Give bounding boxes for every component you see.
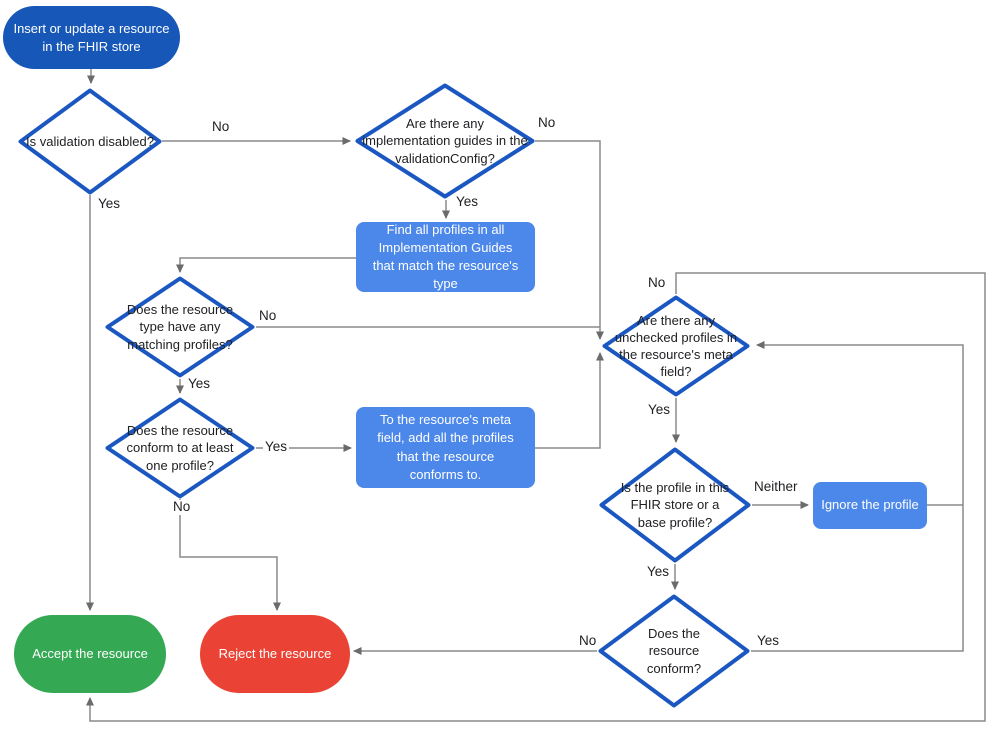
process-ignore-profile-label: Ignore the profile <box>821 497 919 513</box>
edge-label-profile-yes: Yes <box>645 564 672 580</box>
edge-conforms-yes-loop <box>751 341 964 652</box>
diamond-shape <box>355 83 535 199</box>
reject-terminal-label: Reject the resource <box>218 646 332 662</box>
decision-profile-in-store: Is the profile in this FHIR store or a b… <box>599 447 751 563</box>
process-ignore-profile: Ignore the profile <box>813 482 927 529</box>
edge-label-unchecked-yes: Yes <box>646 402 673 418</box>
edge-label-guides-no: No <box>536 115 558 131</box>
edge-label-unchecked-no: No <box>646 275 668 291</box>
process-add-profiles-meta-label: To the resource's meta field, add all th… <box>377 412 514 482</box>
decision-matching-profiles-label: Does the resource type have any matching… <box>126 302 234 352</box>
decision-unchecked-profiles-label: Are there any unchecked profiles in the … <box>614 312 738 380</box>
diamond-shape <box>105 397 255 499</box>
edge-label-matching-no: No <box>257 308 279 324</box>
start-terminal: Insert or update a resource in the FHIR … <box>3 6 180 69</box>
diamond-shape <box>18 88 162 195</box>
decision-resource-conforms: Does the resource conform? <box>598 594 750 708</box>
edge-conformsone-no-to-reject <box>179 499 281 611</box>
edge-label-conforms-one-no: No <box>171 499 193 515</box>
diamond-shape <box>599 447 751 563</box>
diamond-shape <box>105 276 255 378</box>
decision-implementation-guides-label: Are there any implementation guides in t… <box>362 116 528 166</box>
decision-conforms-one-profile: Does the resource conform to at least on… <box>105 397 255 499</box>
diamond-shape <box>602 295 750 397</box>
edge-label-validation-yes: Yes <box>96 196 123 212</box>
edge-guides-no <box>535 140 604 340</box>
decision-matching-profiles: Does the resource type have any matching… <box>105 276 255 378</box>
edge-label-conforms-yes: Yes <box>755 633 782 649</box>
edge-label-profile-neither: Neither <box>752 479 800 495</box>
decision-unchecked-profiles: Are there any unchecked profiles in the … <box>602 295 750 397</box>
accept-terminal-label: Accept the resource <box>32 646 148 662</box>
decision-is-validation-disabled-label: Is validation disabled? <box>26 133 154 149</box>
edge-unchecked-no-to-accept <box>86 272 986 722</box>
start-terminal-label: Insert or update a resource in the FHIR … <box>13 20 170 54</box>
edge-label-conforms-no: No <box>577 633 599 649</box>
edge-label-validation-no: No <box>210 119 232 135</box>
edge-label-matching-yes: Yes <box>186 376 213 392</box>
edge-label-conforms-one-yes: Yes <box>263 439 290 455</box>
edge-meta-to-unchecked <box>535 352 604 449</box>
decision-is-validation-disabled: Is validation disabled? <box>18 88 162 195</box>
process-add-profiles-meta: To the resource's meta field, add all th… <box>356 407 535 488</box>
decision-resource-conforms-label: Does the resource conform? <box>646 626 702 676</box>
accept-terminal: Accept the resource <box>14 615 166 693</box>
reject-terminal: Reject the resource <box>200 615 350 693</box>
edge-findprofiles-to-matching <box>176 257 356 273</box>
diamond-shape <box>598 594 750 708</box>
decision-implementation-guides: Are there any implementation guides in t… <box>355 83 535 199</box>
process-find-profiles: Find all profiles in all Implementation … <box>356 222 535 292</box>
process-find-profiles-label: Find all profiles in all Implementation … <box>372 221 519 292</box>
edge-label-guides-yes: Yes <box>454 194 481 210</box>
decision-conforms-one-profile-label: Does the resource conform to at least on… <box>126 423 234 473</box>
decision-profile-in-store-label: Is the profile in this FHIR store or a b… <box>620 480 730 530</box>
